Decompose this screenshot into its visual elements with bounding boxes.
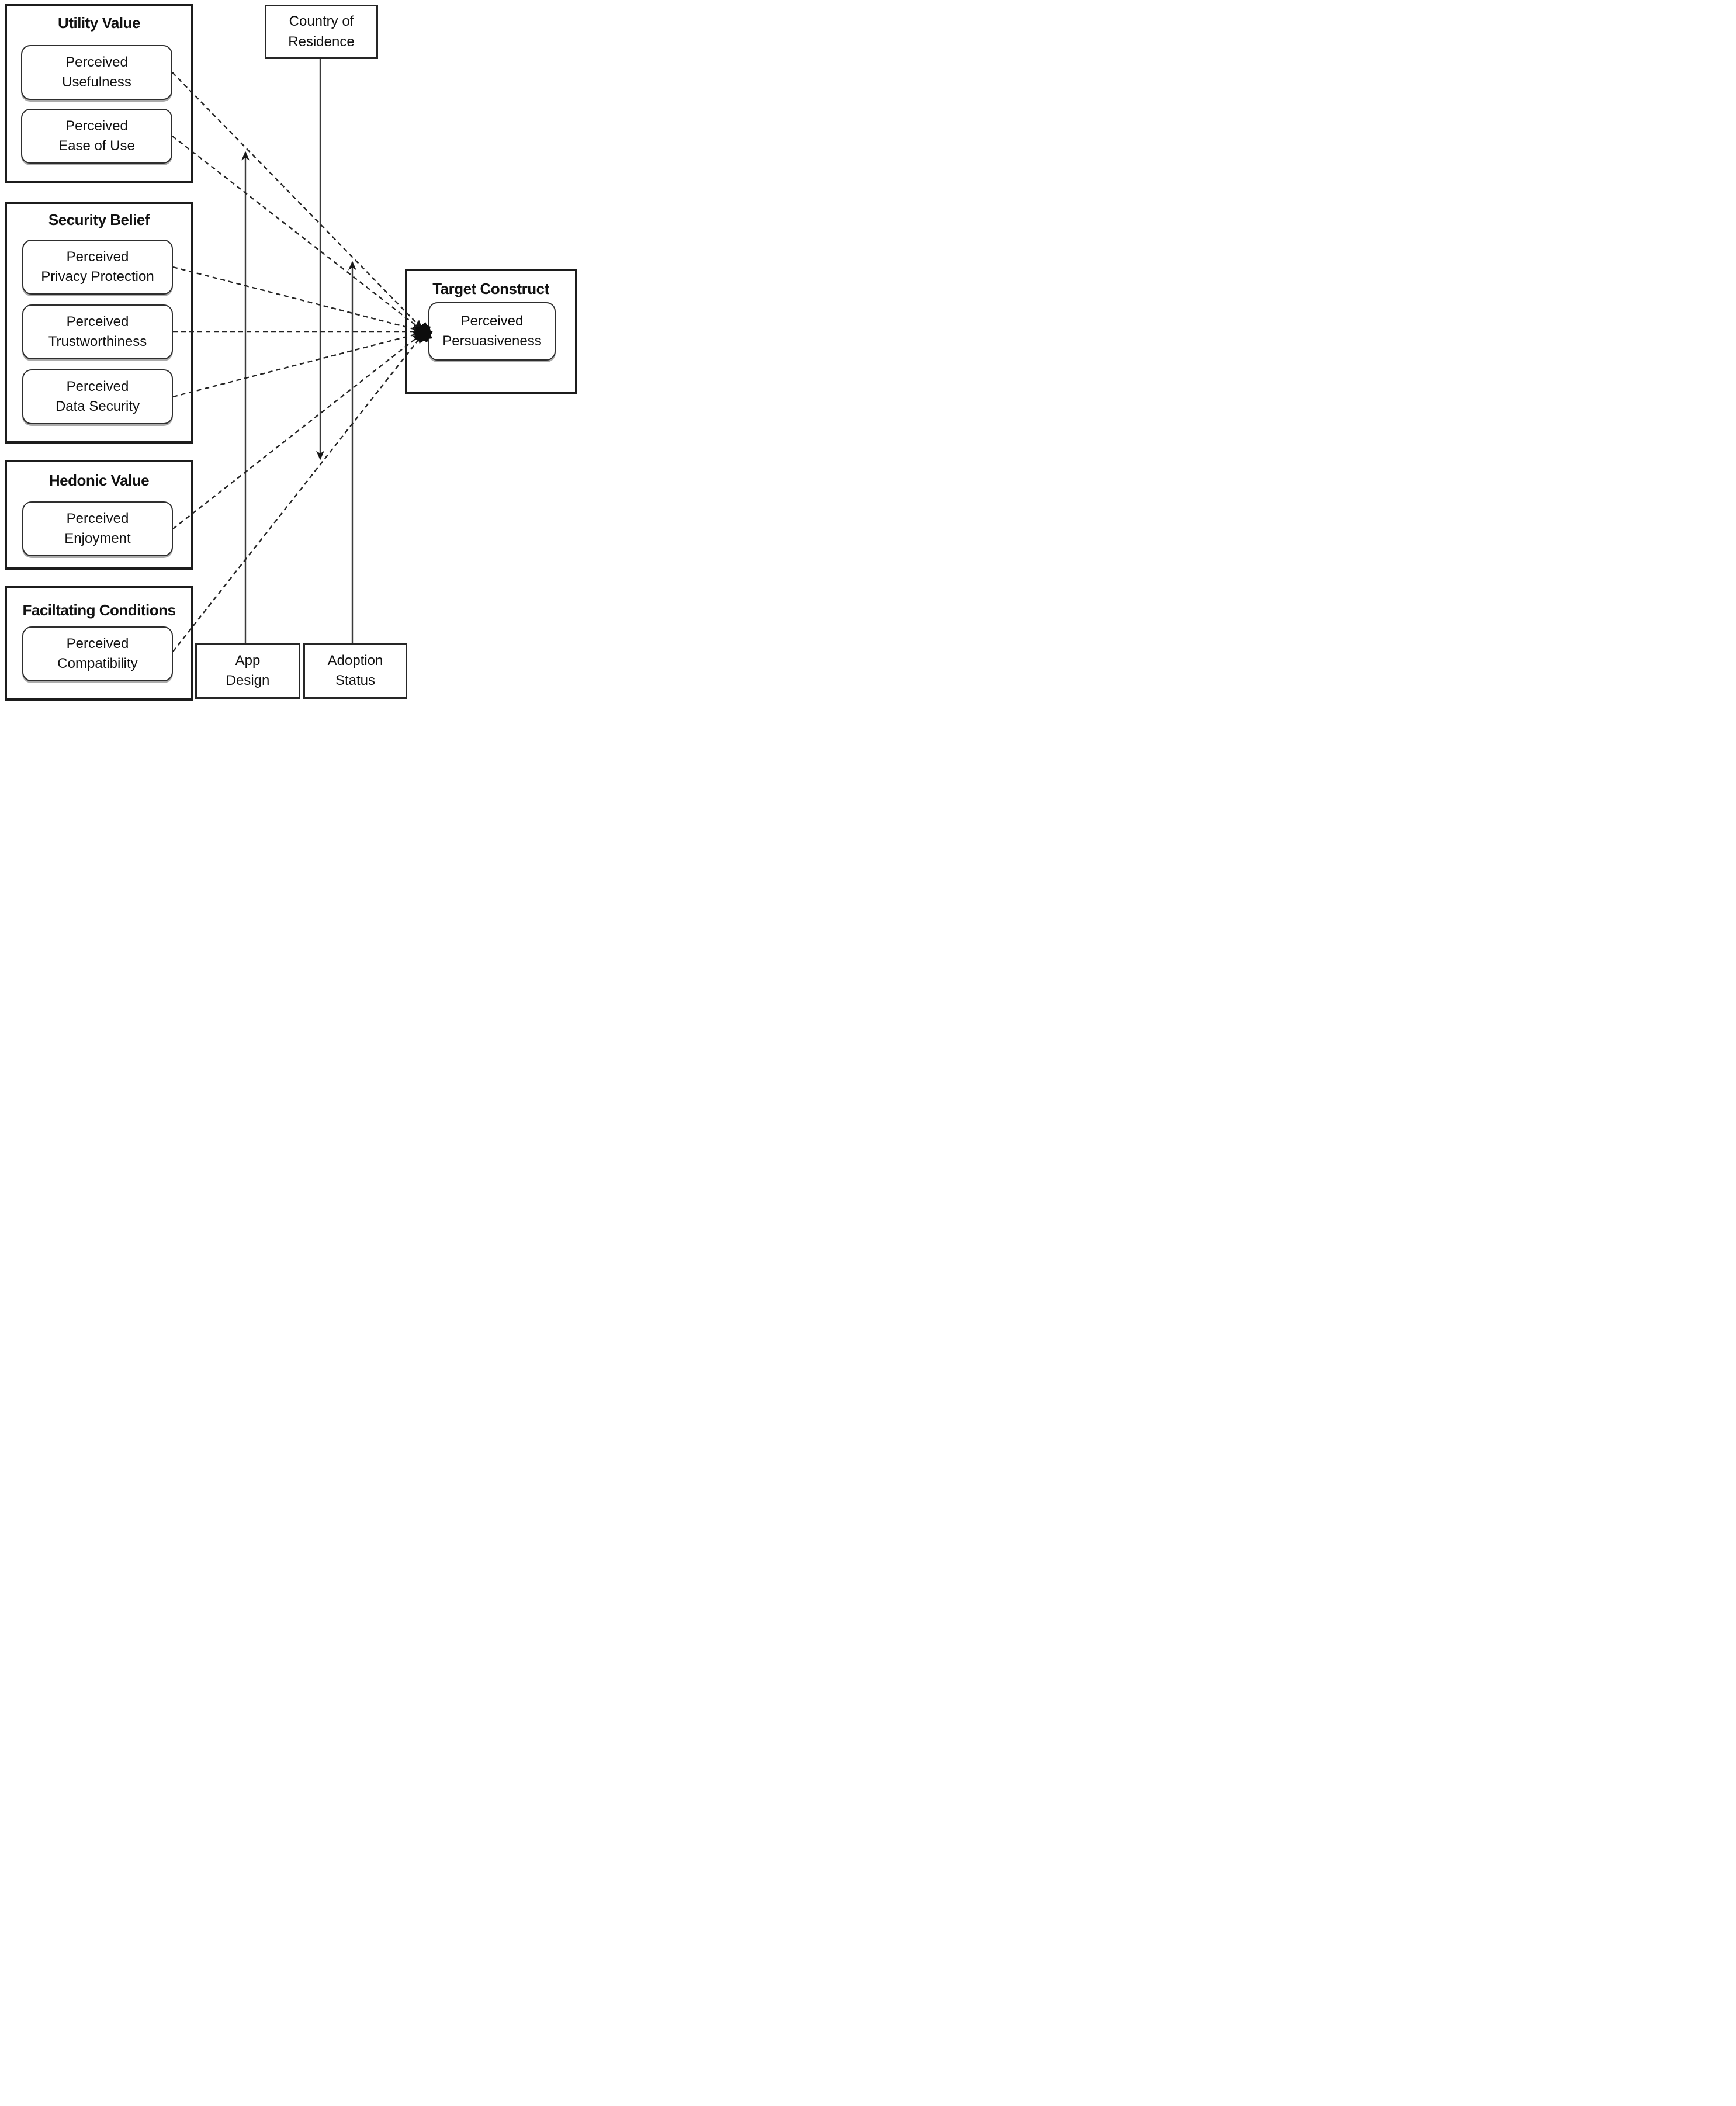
group-security-belief-title: Security Belief — [48, 211, 150, 228]
box-app-design: App Design — [195, 643, 300, 699]
node-perceived-data-security: Perceived Data Security — [22, 369, 173, 424]
arrow-ease-of-use-to-persuasiveness — [172, 136, 422, 330]
node-perceived-ease-of-use-label: Perceived Ease of Use — [58, 117, 135, 154]
box-country-of-residence-label: Country of Residence — [288, 13, 355, 50]
node-perceived-privacy-protection: Perceived Privacy Protection — [22, 240, 173, 295]
group-utility-value-title: Utility Value — [58, 14, 140, 32]
arrow-privacy-protection-to-persuasiveness — [172, 266, 422, 333]
node-perceived-ease-of-use: Perceived Ease of Use — [21, 109, 172, 164]
box-country-of-residence: Country of Residence — [265, 5, 378, 59]
group-facilitating-conditions-title: Faciltating Conditions — [22, 601, 176, 619]
node-perceived-trustworthiness-label: Perceived Trustworthiness — [48, 313, 147, 349]
node-perceived-persuasiveness: Perceived Persuasiveness — [428, 302, 556, 361]
arrow-data-security-to-persuasiveness — [172, 331, 422, 398]
node-perceived-data-security-label: Perceived Data Security — [55, 378, 140, 414]
node-perceived-trustworthiness: Perceived Trustworthiness — [22, 304, 173, 359]
node-perceived-usefulness: Perceived Usefulness — [21, 45, 172, 100]
arrow-enjoyment-to-persuasiveness — [172, 334, 422, 529]
box-app-design-label: App Design — [226, 652, 270, 688]
node-perceived-privacy-protection-label: Perceived Privacy Protection — [41, 248, 154, 285]
node-perceived-enjoyment: Perceived Enjoyment — [22, 501, 173, 556]
diagram-canvas: Utility Value Perceived Usefulness Perce… — [0, 0, 579, 702]
group-hedonic-value-title: Hedonic Value — [48, 472, 150, 489]
box-adoption-status-label: Adoption Status — [327, 652, 383, 688]
arrow-compatibility-to-persuasiveness — [172, 334, 422, 652]
group-target-construct-title: Target Construct — [432, 280, 549, 297]
arrow-usefulness-to-persuasiveness — [172, 72, 423, 330]
box-adoption-status: Adoption Status — [303, 643, 407, 699]
node-perceived-compatibility: Perceived Compatibility — [22, 626, 173, 681]
node-perceived-compatibility-label: Perceived Compatibility — [57, 635, 138, 671]
node-perceived-enjoyment-label: Perceived Enjoyment — [64, 510, 131, 546]
node-perceived-usefulness-label: Perceived Usefulness — [62, 54, 131, 90]
node-perceived-persuasiveness-label: Perceived Persuasiveness — [442, 313, 542, 349]
